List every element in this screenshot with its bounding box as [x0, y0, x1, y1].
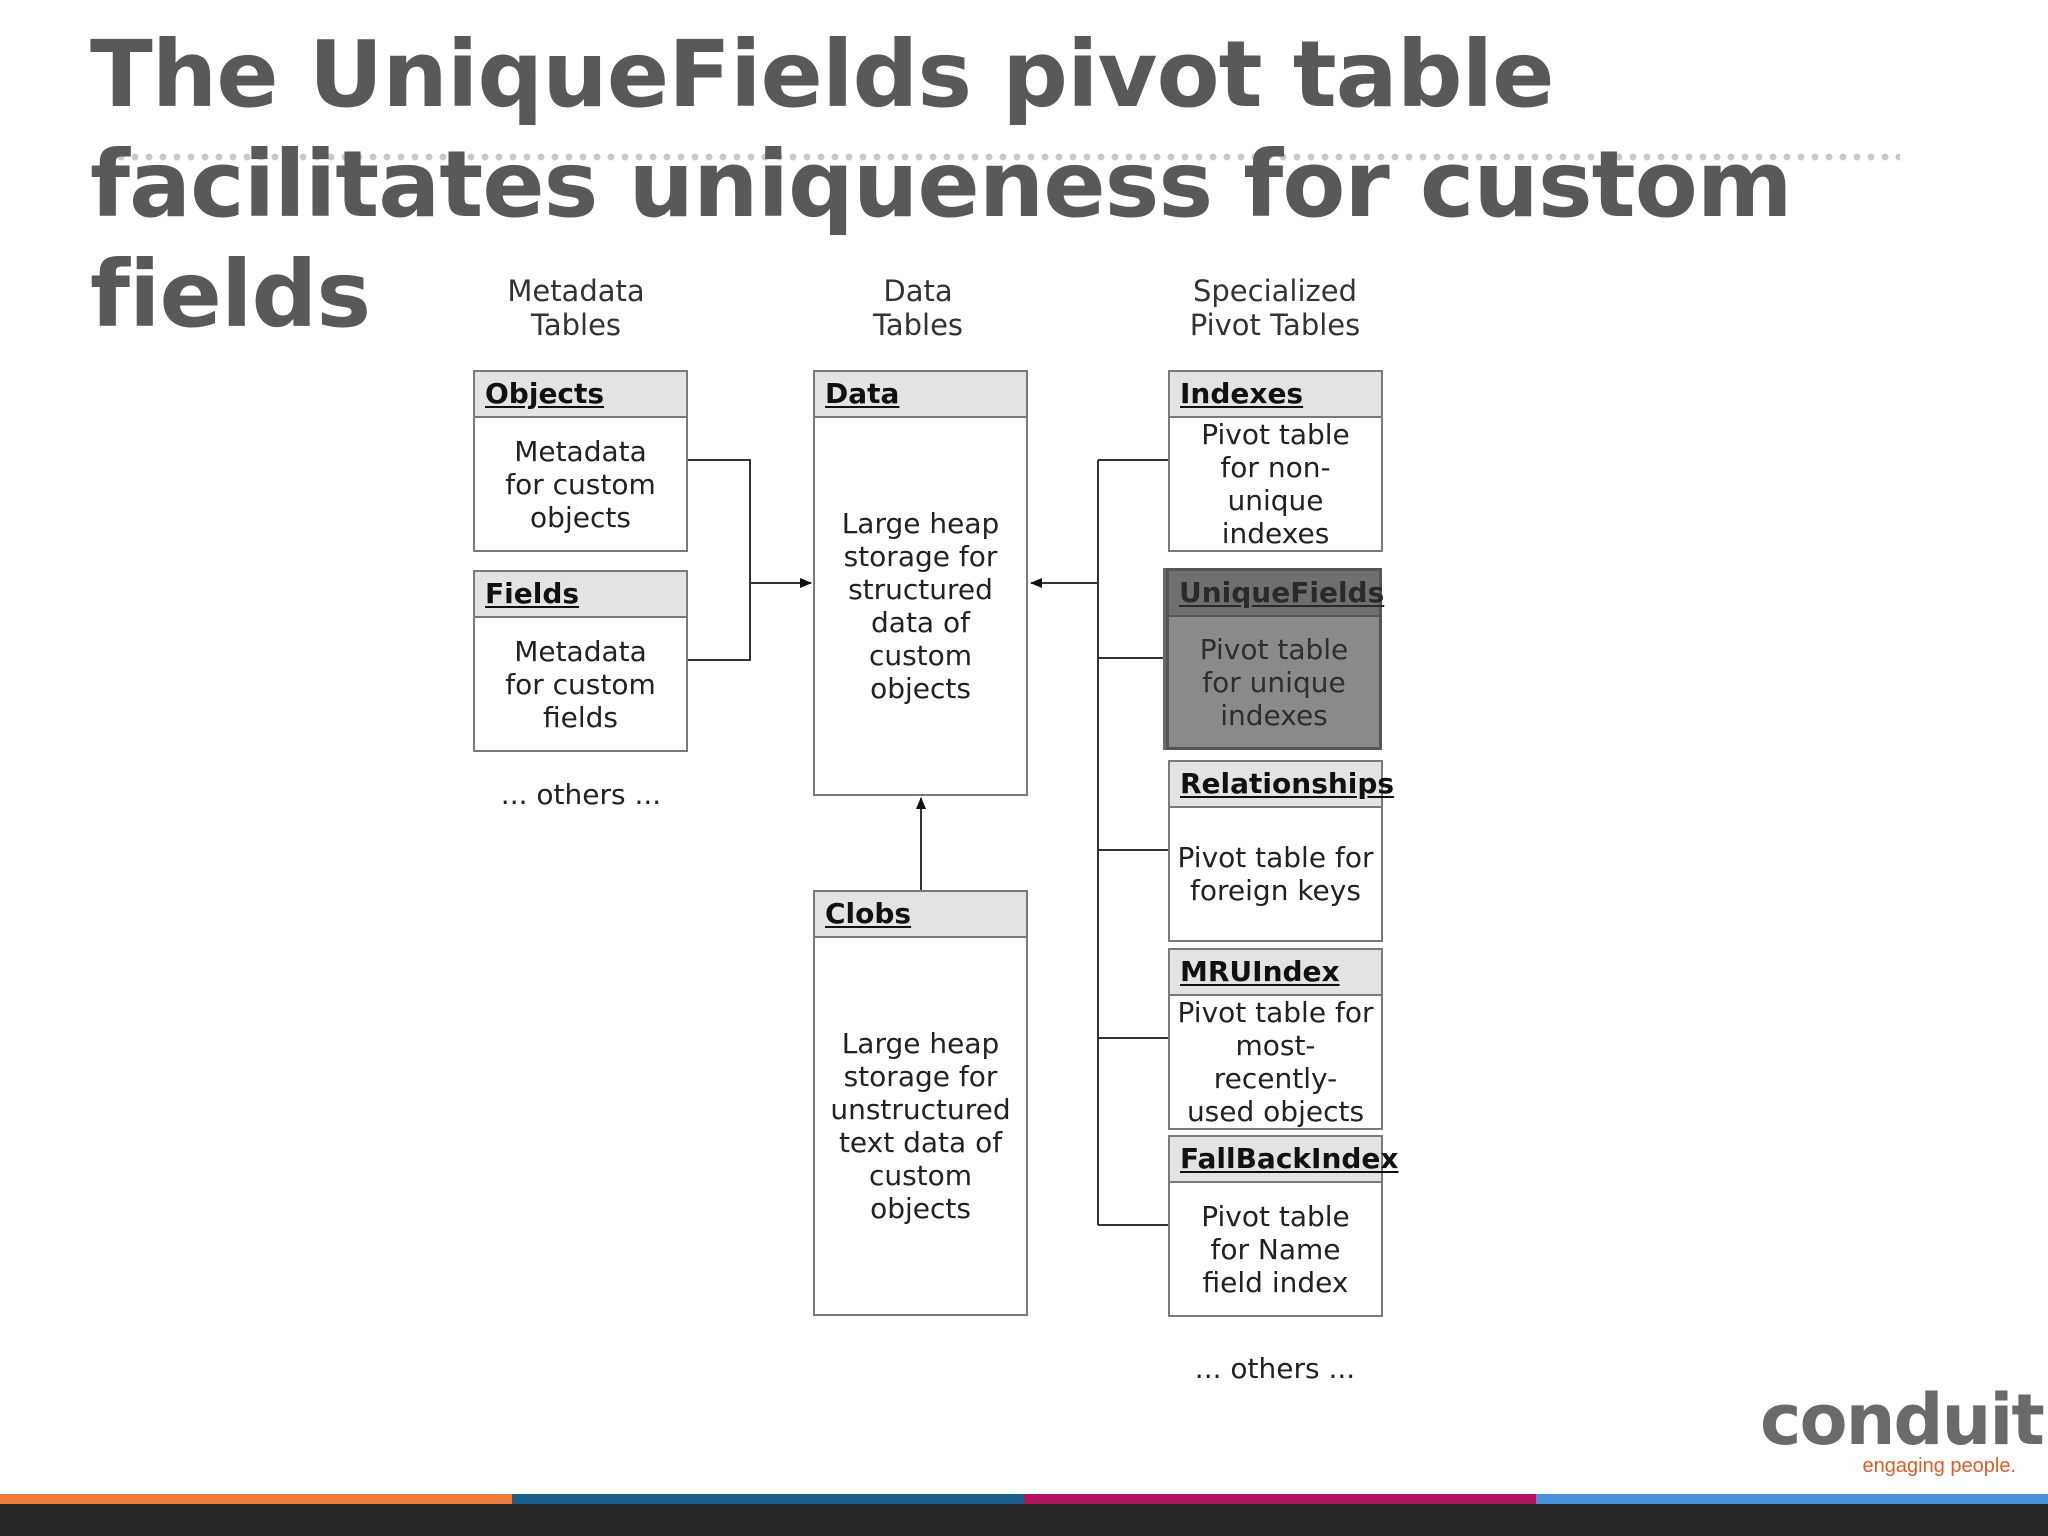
- table-uniquefields-desc: Pivot table for unique indexes: [1199, 632, 1349, 732]
- table-mruindex-name: MRUIndex: [1170, 950, 1381, 996]
- stripe-segment-orange: [0, 1494, 512, 1504]
- table-fallbackindex-desc: Pivot table for Name field index: [1201, 1199, 1350, 1299]
- column-header-data: Data Tables: [872, 274, 964, 342]
- footer-bar: [0, 1504, 2048, 1536]
- others-pivot-label: ... others ...: [1194, 1352, 1356, 1385]
- stripe-segment-lightblue: [1536, 1494, 2048, 1504]
- stripe-segment-blue: [512, 1494, 1024, 1504]
- table-indexes-desc: Pivot table for non-unique indexes: [1201, 418, 1350, 550]
- table-objects: Objects Metadata for custom objects: [473, 370, 688, 552]
- table-relationships-desc: Pivot table for foreign keys: [1177, 841, 1374, 907]
- column-header-metadata: Metadata Tables: [507, 274, 645, 342]
- table-mruindex-desc: Pivot table for most-recently- used obje…: [1177, 996, 1374, 1128]
- logo-tagline: engaging people.: [1862, 1455, 2016, 1477]
- table-fields-desc: Metadata for custom fields: [505, 634, 656, 734]
- table-clobs: Clobs Large heap storage for unstructure…: [813, 890, 1028, 1316]
- table-mruindex: MRUIndex Pivot table for most-recently- …: [1168, 948, 1383, 1130]
- table-indexes: Indexes Pivot table for non-unique index…: [1168, 370, 1383, 552]
- table-objects-name: Objects: [475, 372, 686, 418]
- color-stripe: [0, 1494, 2048, 1504]
- table-uniquefields-name: UniqueFields: [1169, 571, 1384, 617]
- table-fallbackindex: FallBackIndex Pivot table for Name field…: [1168, 1135, 1398, 1317]
- table-data: Data Large heap storage for structured d…: [813, 370, 1028, 796]
- table-relationships-name: Relationships: [1170, 762, 1394, 808]
- table-fields: Fields Metadata for custom fields: [473, 570, 688, 752]
- column-header-pivot: Specialized Pivot Tables: [1189, 274, 1361, 342]
- table-fields-name: Fields: [475, 572, 686, 618]
- table-indexes-name: Indexes: [1170, 372, 1381, 418]
- table-fallbackindex-name: FallBackIndex: [1170, 1137, 1398, 1183]
- logo-wordmark: conduit: [1760, 1379, 2045, 1461]
- table-clobs-desc: Large heap storage for unstructured text…: [830, 1027, 1011, 1225]
- conduit-logo: conduit engaging people.: [1760, 1379, 2045, 1477]
- table-clobs-name: Clobs: [815, 892, 1026, 938]
- table-objects-desc: Metadata for custom objects: [505, 434, 656, 534]
- dotted-divider: [100, 152, 1900, 162]
- slide-title: The UniqueFields pivot table facilitates…: [90, 21, 1793, 348]
- stripe-segment-magenta: [1024, 1494, 1536, 1504]
- table-uniquefields: UniqueFields Pivot table for unique inde…: [1166, 568, 1384, 750]
- table-data-name: Data: [815, 372, 1026, 418]
- table-data-desc: Large heap storage for structured data o…: [841, 507, 1000, 705]
- others-metadata-label: ... others ...: [500, 778, 662, 811]
- table-relationships: Relationships Pivot table for foreign ke…: [1168, 760, 1394, 942]
